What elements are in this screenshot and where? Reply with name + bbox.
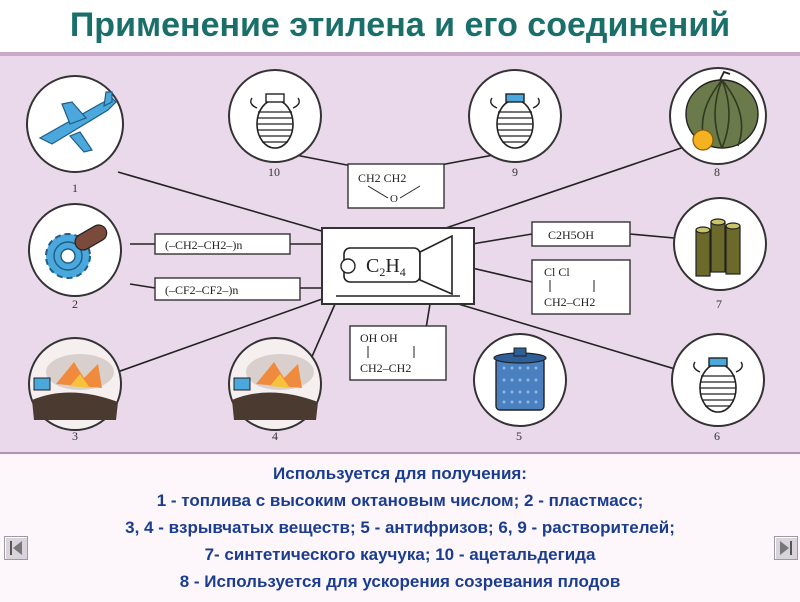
svg-text:C2H5OH: C2H5OH [548,228,594,242]
circle-5-canister [473,333,567,427]
diagram-svg: C2H4 CH2 CH2 O (–CH2–CH2–)n (–CF2–CF2–)n… [26,67,767,443]
caption-line-3: 3, 4 - взрывчатых веществ; 5 - антифризо… [125,518,675,537]
cylinders-icon [695,218,741,277]
center-formula: C2H4 [366,255,406,279]
explosion-icon [32,354,118,420]
label-8: 8 [714,165,720,179]
dichloroethane-box: Cl Cl CH2–CH2 [531,259,631,315]
prev-slide-button[interactable] [4,536,28,560]
airplane-icon [38,91,117,153]
circle-8-pumpkin [669,67,767,165]
label-3: 3 [72,429,78,443]
circle-9-jar [468,69,562,163]
canister-icon [493,347,547,411]
explosion-icon [232,354,318,420]
ethylene-oxide-box: CH2 CH2 O [347,163,445,209]
teflon-box: (–CF2–CF2–)n [154,277,301,301]
caption-line-5: 8 - Используется для ускорения созревани… [179,572,621,591]
svg-text:CH2–CH2: CH2–CH2 [544,295,595,309]
label-7: 7 [716,297,722,311]
circle-10-jar [228,69,322,163]
circle-2-gear [28,203,122,297]
page-title: Применение этилена и его соединений [69,6,731,44]
gear-icon [45,224,108,279]
polyethylene-box: (–CH2–CH2–)n [154,233,291,255]
ethylene-glycol-box: OH OH CH2–CH2 [349,325,447,381]
title-divider [0,52,800,56]
label-1: 1 [72,181,78,195]
ethanol-box: C2H5OH [531,221,631,247]
label-10: 10 [268,165,280,179]
circle-1-airplane [26,75,124,173]
next-arrow-icon [780,541,792,555]
diagram-panel: C2H4 CH2 CH2 O (–CH2–CH2–)n (–CF2–CF2–)n… [0,56,800,452]
prev-arrow-icon [10,541,22,555]
svg-text:CH2 CH2: CH2 CH2 [358,171,406,185]
caption-line-2: 1 - топлива с высоким октановым числом; … [156,491,644,510]
circle-7-cylinders [673,197,767,291]
circle-3-explosion [28,337,122,431]
label-4: 4 [272,429,278,443]
label-6: 6 [714,429,720,443]
caption-panel: Используется для получения: 1 - топлива … [0,452,800,602]
label-5: 5 [516,429,522,443]
circle-4-explosion [228,337,322,431]
pumpkin-icon [685,70,759,151]
connector-lines [94,144,706,385]
circle-6-jar [671,333,765,427]
svg-text:O: O [390,193,398,205]
label-9: 9 [512,165,518,179]
label-2: 2 [72,297,78,311]
svg-text:(–CH2–CH2–)n: (–CH2–CH2–)n [165,238,242,252]
svg-text:OH OH: OH OH [360,331,398,345]
jar-icon [250,93,300,149]
title-bar: Применение этилена и его соединений [0,0,800,56]
next-slide-button[interactable] [774,536,798,560]
svg-text:Cl Cl: Cl Cl [544,265,570,279]
caption-line-4: 7- синтетического каучука; 10 - ацетальд… [204,545,596,564]
jar-icon [693,357,743,413]
center-ethylene-box: C2H4 [321,227,475,305]
svg-text:CH2–CH2: CH2–CH2 [360,361,411,375]
caption-line-1: Используется для получения: [273,464,527,483]
jar-icon [490,93,540,149]
svg-text:(–CF2–CF2–)n: (–CF2–CF2–)n [165,283,238,297]
